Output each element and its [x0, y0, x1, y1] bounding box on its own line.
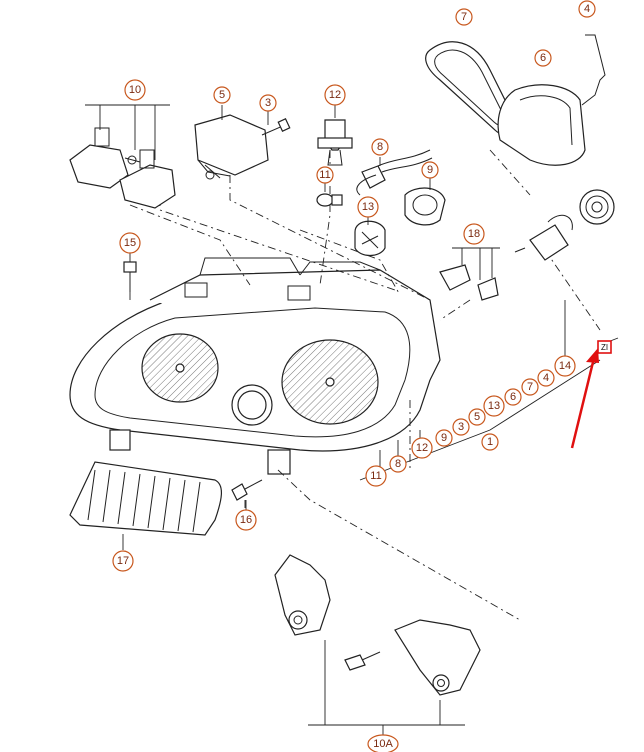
callout-9-label: 9 — [427, 164, 433, 176]
holder-9 — [404, 177, 446, 226]
callout-6-row: 6 — [504, 388, 522, 406]
callout-3-label: 3 — [265, 97, 271, 109]
socket-8 — [356, 149, 433, 196]
spring-clip-4 — [581, 34, 606, 106]
screw-3 — [261, 110, 291, 136]
callout-7: 7 — [455, 8, 473, 26]
callout-8-row: 8 — [389, 455, 407, 473]
callout-15-label: 15 — [124, 237, 136, 249]
callout-18: 18 — [463, 223, 485, 245]
bulb-14 — [514, 214, 573, 261]
callout-5-row-label: 5 — [474, 411, 480, 423]
dust-cover — [579, 189, 615, 225]
callout-11-row-label: 11 — [370, 470, 381, 482]
callout-14-label: 14 — [559, 360, 571, 372]
callout-11-label: 11 — [319, 169, 330, 181]
screw-15 — [123, 251, 137, 292]
callout-5-row: 5 — [468, 408, 486, 426]
headlamp-housing — [69, 257, 441, 475]
callout-13-row-label: 13 — [488, 400, 500, 412]
callout-10A: 10A — [367, 734, 399, 752]
callout-12-label: 12 — [329, 89, 341, 101]
callout-12-row: 12 — [411, 437, 433, 459]
callout-4-row-label: 4 — [543, 372, 549, 384]
callout-9-row-label: 9 — [441, 432, 447, 444]
callout-7-row-label: 7 — [527, 381, 533, 393]
callout-4-top: 4 — [578, 0, 596, 18]
callout-3-row: 3 — [452, 418, 470, 436]
callout-9: 9 — [421, 161, 439, 179]
callout-1-label: 1 — [487, 436, 493, 448]
callout-17-label: 17 — [117, 555, 129, 567]
callout-1: 1 — [481, 433, 499, 451]
callout-18-label: 18 — [468, 228, 480, 240]
callout-4-top-label: 4 — [584, 3, 590, 15]
callout-4-row: 4 — [537, 369, 555, 387]
callout-9-row: 9 — [435, 429, 453, 447]
cover-17 — [69, 461, 222, 550]
callout-16-label: 16 — [240, 514, 252, 526]
callout-3-row-label: 3 — [458, 421, 464, 433]
motor-5 — [194, 105, 269, 180]
callout-8-row-label: 8 — [395, 458, 401, 470]
motor-10 — [69, 104, 176, 209]
callout-6-top: 6 — [534, 49, 552, 67]
callout-8: 8 — [371, 138, 389, 156]
bulb-11 — [316, 181, 343, 207]
callout-14: 14 — [554, 355, 576, 377]
bracket-10A — [274, 554, 481, 735]
callout-17: 17 — [112, 550, 134, 572]
red-arrow-marker — [570, 348, 599, 449]
callout-7-label: 7 — [461, 11, 467, 23]
callout-10A-label: 10A — [373, 738, 393, 750]
clip-18 — [439, 247, 500, 301]
callout-16: 16 — [235, 509, 257, 531]
callout-12-row-label: 12 — [416, 442, 428, 454]
cap-6 — [497, 84, 586, 166]
callout-11-row: 11 — [365, 465, 387, 487]
callout-5: 5 — [213, 86, 231, 104]
callout-13: 13 — [357, 196, 379, 218]
callout-12: 12 — [324, 84, 346, 106]
callout-15: 15 — [119, 232, 141, 254]
callout-13-label: 13 — [362, 201, 374, 213]
callout-3: 3 — [259, 94, 277, 112]
callout-13-row: 13 — [483, 395, 505, 417]
bulb-13 — [354, 215, 386, 257]
callout-10-label: 10 — [129, 84, 141, 96]
callout-6-top-label: 6 — [540, 52, 546, 64]
callout-11: 11 — [316, 166, 334, 184]
callout-7-row: 7 — [521, 378, 539, 396]
callout-8-label: 8 — [377, 141, 383, 153]
zi-marker-box: ZI — [597, 340, 612, 354]
bulb-12 — [317, 103, 353, 166]
callout-5-label: 5 — [219, 89, 225, 101]
zi-marker-label: ZI — [601, 343, 608, 352]
callout-10: 10 — [124, 79, 146, 101]
screw-16 — [231, 479, 263, 512]
callout-6-row-label: 6 — [510, 391, 516, 403]
